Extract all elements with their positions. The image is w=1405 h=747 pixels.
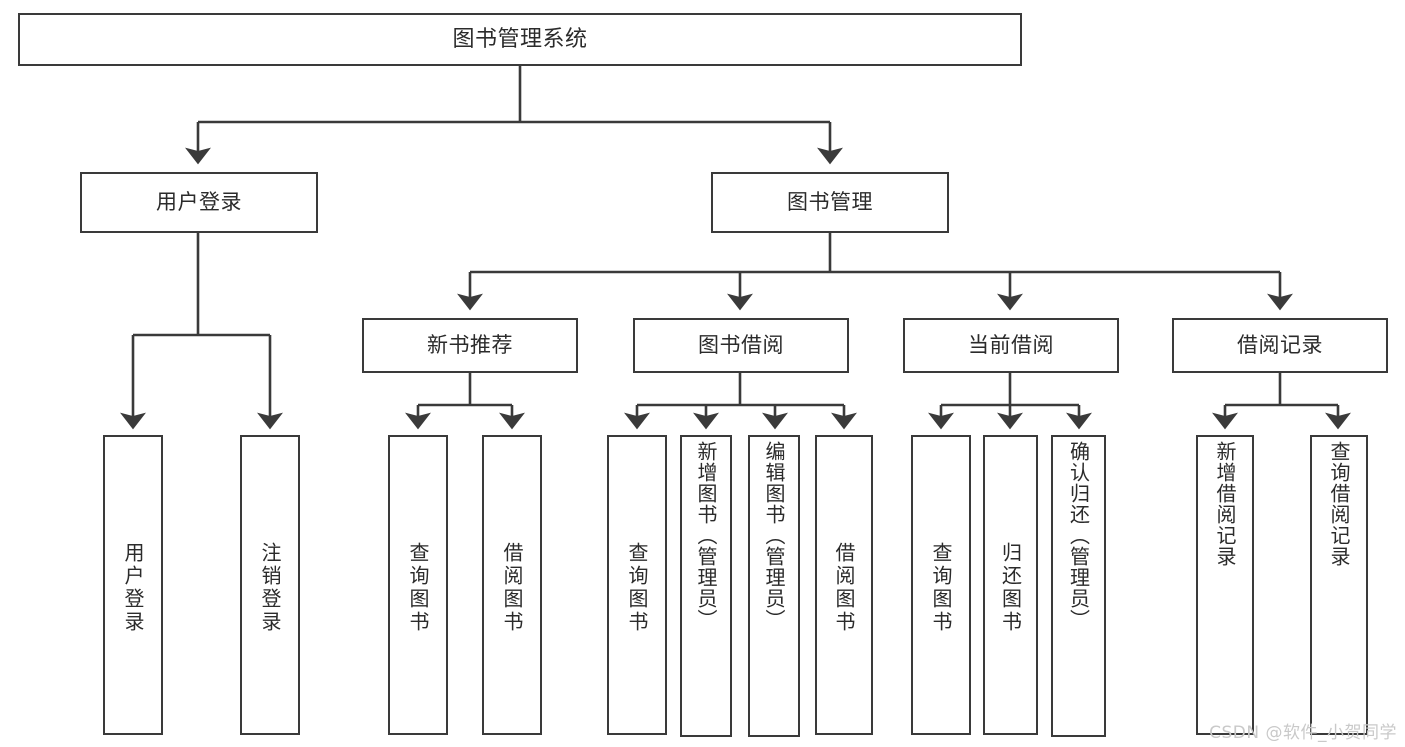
node-label: 注销登录 <box>258 542 282 634</box>
node-label: 借阅记录 <box>1237 333 1323 358</box>
node-label: 借阅图书 <box>832 542 856 634</box>
leaf-new-book-query-book[interactable]: 查询图书 <box>388 435 448 735</box>
leaf-new-book-borrow-book[interactable]: 借阅图书 <box>482 435 542 735</box>
node-label: 查询图书 <box>625 542 649 634</box>
leaf-current-borrow-query-book[interactable]: 查询图书 <box>911 435 971 735</box>
leaf-book-borrow-query-book[interactable]: 查询图书 <box>607 435 667 735</box>
node-book-borrow[interactable]: 图书借阅 <box>633 318 849 373</box>
node-label: 新增借阅记录 <box>1213 441 1237 567</box>
leaf-current-borrow-return-book[interactable]: 归还图书 <box>983 435 1038 735</box>
node-label: 编辑图书（管理员） <box>762 441 786 630</box>
node-book-management[interactable]: 图书管理 <box>711 172 949 233</box>
node-new-book-recommend[interactable]: 新书推荐 <box>362 318 578 373</box>
node-user-login[interactable]: 用户登录 <box>80 172 318 233</box>
node-current-borrow[interactable]: 当前借阅 <box>903 318 1119 373</box>
leaf-user-login-login[interactable]: 用户登录 <box>103 435 163 735</box>
node-label: 图书管理系统 <box>452 26 588 52</box>
leaf-book-borrow-borrow-book[interactable]: 借阅图书 <box>815 435 873 735</box>
node-label: 当前借阅 <box>968 333 1054 358</box>
node-label: 用户登录 <box>156 190 242 215</box>
leaf-book-borrow-add-book-admin[interactable]: 新增图书（管理员） <box>680 435 732 737</box>
node-label: 图书借阅 <box>698 333 784 358</box>
node-label: 图书管理 <box>787 190 873 215</box>
watermark: CSDN @软件_小贺同学 <box>1209 723 1397 743</box>
node-label: 用户登录 <box>121 542 145 634</box>
node-root-book-management-system[interactable]: 图书管理系统 <box>18 13 1022 66</box>
node-label: 新书推荐 <box>427 333 513 358</box>
leaf-borrow-record-add-record[interactable]: 新增借阅记录 <box>1196 435 1254 735</box>
node-borrow-record[interactable]: 借阅记录 <box>1172 318 1388 373</box>
leaf-user-login-logout[interactable]: 注销登录 <box>240 435 300 735</box>
leaf-current-borrow-confirm-return-admin[interactable]: 确认归还（管理员） <box>1051 435 1106 737</box>
node-label: 查询借阅记录 <box>1327 441 1351 567</box>
node-label: 确认归还（管理员） <box>1066 441 1091 630</box>
leaf-book-borrow-edit-book-admin[interactable]: 编辑图书（管理员） <box>748 435 800 737</box>
node-label: 归还图书 <box>998 542 1023 634</box>
node-label: 借阅图书 <box>500 542 524 634</box>
node-label: 新增图书（管理员） <box>694 441 718 630</box>
node-label: 查询图书 <box>929 542 953 634</box>
leaf-borrow-record-query-record[interactable]: 查询借阅记录 <box>1310 435 1368 735</box>
node-label: 查询图书 <box>406 542 430 634</box>
